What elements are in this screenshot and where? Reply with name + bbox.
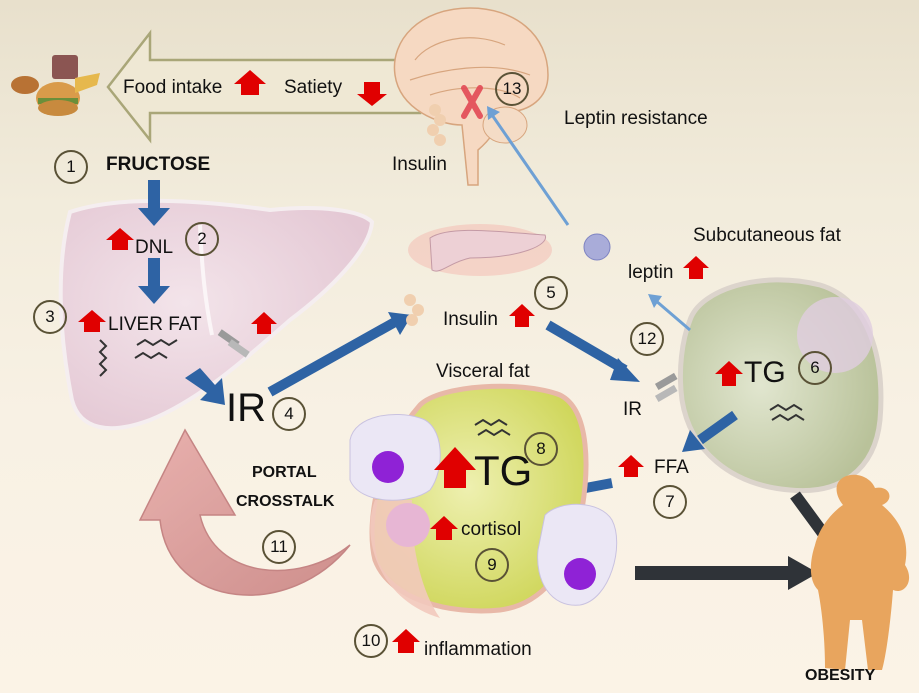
lipid-molecule-icon: [98, 338, 178, 377]
leptin-to-brain-arrow: [488, 111, 570, 226]
lipid-molecule-icon: [769, 403, 805, 422]
satiety-down-arrow: [357, 82, 387, 106]
step-10: 10: [354, 624, 388, 658]
insulin-granules-brain-icon: [427, 104, 446, 146]
food-intake-up-arrow: [234, 70, 266, 95]
dnl-up-arrow: [106, 228, 134, 250]
satiety-label: Satiety: [284, 77, 343, 98]
obesity-label: OBESITY: [805, 667, 876, 684]
subcutaneous-tg-up-arrow: [715, 361, 743, 386]
visceral-tg-up-arrow: [434, 447, 476, 488]
leptin-protein-icon: [583, 233, 611, 261]
leptin-resistance-label: Leptin resistance: [564, 108, 708, 129]
pancreas-icon: [408, 224, 552, 276]
fructose-label: FRUCTOSE: [106, 154, 211, 175]
subcutaneous-ir-label: IR: [623, 399, 642, 420]
macrophage-icon: [349, 413, 441, 501]
food-intake-label: Food intake: [123, 77, 223, 98]
step-12: 12: [630, 322, 664, 356]
insulin-granules-pancreas-icon: [404, 294, 424, 326]
inflammation-up-arrow: [392, 629, 420, 653]
liver-receptor-icon: [217, 329, 250, 358]
step-2: 2: [185, 222, 219, 256]
inflammation-label: inflammation: [424, 639, 532, 660]
visceral-fat-title: Visceral fat: [436, 361, 530, 382]
leptin-up-arrow: [683, 256, 709, 279]
liver-fat-up-arrow: [78, 310, 106, 332]
step-8: 8: [524, 432, 558, 466]
step-3: 3: [33, 300, 67, 334]
macrophage-icon: [537, 503, 618, 606]
step-4: 4: [272, 397, 306, 431]
appetite-arrow: [106, 29, 422, 144]
liver-up-arrow: [251, 312, 277, 334]
portal-crosstalk-arrow: [138, 428, 351, 596]
portal-label-line2: CROSSTALK: [236, 493, 335, 510]
ffa-label: FFA: [654, 457, 689, 478]
step-13: 13: [495, 72, 529, 106]
subcutaneous-fat-title: Subcutaneous fat: [693, 225, 841, 246]
pancreas-insulin-label: Insulin: [443, 309, 498, 330]
step-5: 5: [534, 276, 568, 310]
step-9: 9: [475, 548, 509, 582]
cortisol-label: cortisol: [461, 519, 522, 540]
visceral-tg-label: TG: [474, 447, 533, 494]
obesity-figure-icon: [810, 474, 910, 670]
blocked-x-icon: [461, 85, 483, 119]
fast-food-icon: [11, 55, 100, 116]
insulin-up-arrow: [509, 304, 535, 327]
cortisol-up-arrow: [430, 516, 458, 540]
liver-ir-label: IR: [226, 386, 266, 430]
insulin-receptor-icon: [654, 372, 678, 402]
step-11: 11: [262, 530, 296, 564]
brain-insulin-label: Insulin: [392, 154, 447, 175]
liver-fat-label: LIVER FAT: [108, 314, 202, 335]
step-6: 6: [798, 351, 832, 385]
step-1: 1: [54, 150, 88, 184]
step-7: 7: [653, 485, 687, 519]
lipid-molecule-icon: [474, 418, 511, 437]
ffa-up-arrow: [618, 455, 644, 477]
liver-shape: [58, 198, 375, 431]
dnl-label: DNL: [135, 237, 174, 258]
portal-label-line1: PORTAL: [252, 464, 317, 481]
leptin-label: leptin: [628, 262, 674, 283]
subcutaneous-tg-label: TG: [744, 356, 786, 389]
